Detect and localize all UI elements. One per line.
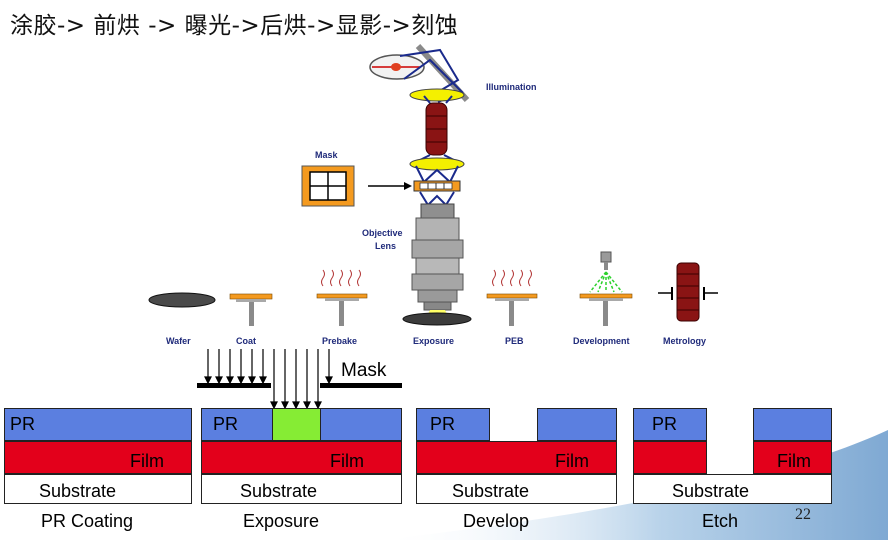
stack3-film bbox=[416, 441, 617, 474]
label-mask: Mask bbox=[315, 150, 338, 160]
stack3-pr-left bbox=[416, 408, 490, 441]
stack4-film-left bbox=[633, 441, 707, 474]
stack2-pr-left bbox=[201, 408, 273, 441]
stack2-pr-right bbox=[320, 408, 402, 441]
lamp-icon bbox=[369, 54, 425, 80]
objective-lens-icon bbox=[411, 203, 464, 311]
stack2-film bbox=[201, 441, 402, 474]
step-label-exposure: Exposure bbox=[243, 511, 320, 531]
stack1-pr bbox=[4, 408, 192, 441]
stack4-substrate bbox=[633, 474, 832, 504]
slide-title: 涂胶-> 前烘 -> 曝光->后烘->显影->刻蚀 bbox=[10, 13, 459, 39]
metrology-icon bbox=[658, 262, 718, 322]
stack2-film-label: Film bbox=[330, 451, 364, 471]
stack4-film-right bbox=[753, 441, 832, 474]
stack1-film-label: Film bbox=[130, 451, 164, 471]
page-number: 22 bbox=[795, 506, 811, 523]
wafer-icon bbox=[148, 292, 216, 308]
label-coat: Coat bbox=[236, 336, 256, 346]
stack3-pr-right bbox=[537, 408, 617, 441]
stack1-pr-label: PR bbox=[10, 414, 36, 434]
stack3-pr-label: PR bbox=[430, 414, 456, 434]
stack1-substrate bbox=[4, 474, 192, 504]
coat-station-icon bbox=[229, 293, 273, 326]
stack4-film-label: Film bbox=[777, 451, 811, 471]
stack3-film-label: Film bbox=[555, 451, 589, 471]
mask-bar-left bbox=[197, 383, 271, 388]
stack2-pr-label: PR bbox=[213, 414, 239, 434]
step-label-pr-coating: PR Coating bbox=[41, 511, 134, 531]
prebake-station-icon bbox=[316, 269, 368, 326]
label-objective: Objective bbox=[362, 228, 403, 238]
mask-bar-right bbox=[320, 383, 402, 388]
stack2-exposed-pr bbox=[272, 408, 321, 441]
step-label-develop: Develop bbox=[463, 511, 530, 531]
label-prebake: Prebake bbox=[322, 336, 358, 346]
stack1-film bbox=[4, 441, 192, 474]
stack4-pr-label: PR bbox=[652, 414, 678, 434]
label-metrology: Metrology bbox=[663, 336, 707, 346]
stack1-substrate-label: Substrate bbox=[39, 481, 117, 501]
stack3-substrate bbox=[416, 474, 617, 504]
mask-icon bbox=[301, 165, 355, 207]
label-lens: Lens bbox=[375, 241, 397, 251]
mask-label: Mask bbox=[341, 360, 387, 381]
stack2-substrate-label: Substrate bbox=[240, 481, 318, 501]
stack3-substrate-label: Substrate bbox=[452, 481, 530, 501]
exposure-wafer-icon bbox=[402, 312, 472, 326]
label-exposure: Exposure bbox=[413, 336, 455, 346]
stack2-substrate bbox=[201, 474, 402, 504]
label-development: Development bbox=[573, 336, 630, 346]
development-station-icon bbox=[579, 251, 633, 326]
peb-station-icon bbox=[486, 269, 538, 326]
label-illumination: Illumination bbox=[486, 82, 537, 92]
stack4-substrate-label: Substrate bbox=[672, 481, 750, 501]
step-label-etch: Etch bbox=[702, 511, 739, 531]
stack4-pr-left bbox=[633, 408, 707, 441]
label-peb: PEB bbox=[505, 336, 524, 346]
stack4-pr-right bbox=[753, 408, 832, 441]
label-wafer: Wafer bbox=[166, 336, 191, 346]
